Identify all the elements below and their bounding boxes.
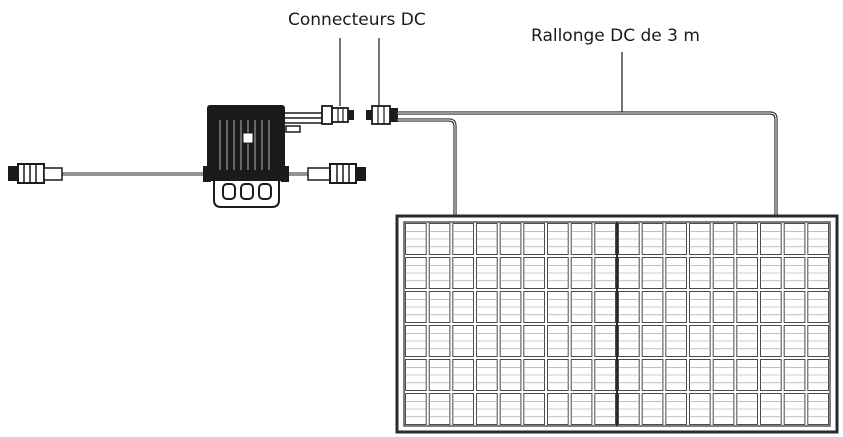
solar-panel-cells [405, 223, 829, 425]
solar-panel-icon [395, 214, 839, 434]
ac-plug-left [8, 163, 63, 184]
dc-connector-right-icon [366, 105, 398, 125]
ac-plug-right [307, 163, 366, 184]
microinverter-icon [203, 105, 301, 208]
dc-extension-cable [396, 111, 778, 217]
dc-connectors-label: Connecteurs DC [288, 10, 426, 30]
dc-connector-left-icon [321, 105, 354, 125]
dc-leads [285, 112, 322, 124]
dc-extension-label: Rallonge DC de 3 m [531, 26, 700, 46]
leader-lines [339, 38, 623, 112]
